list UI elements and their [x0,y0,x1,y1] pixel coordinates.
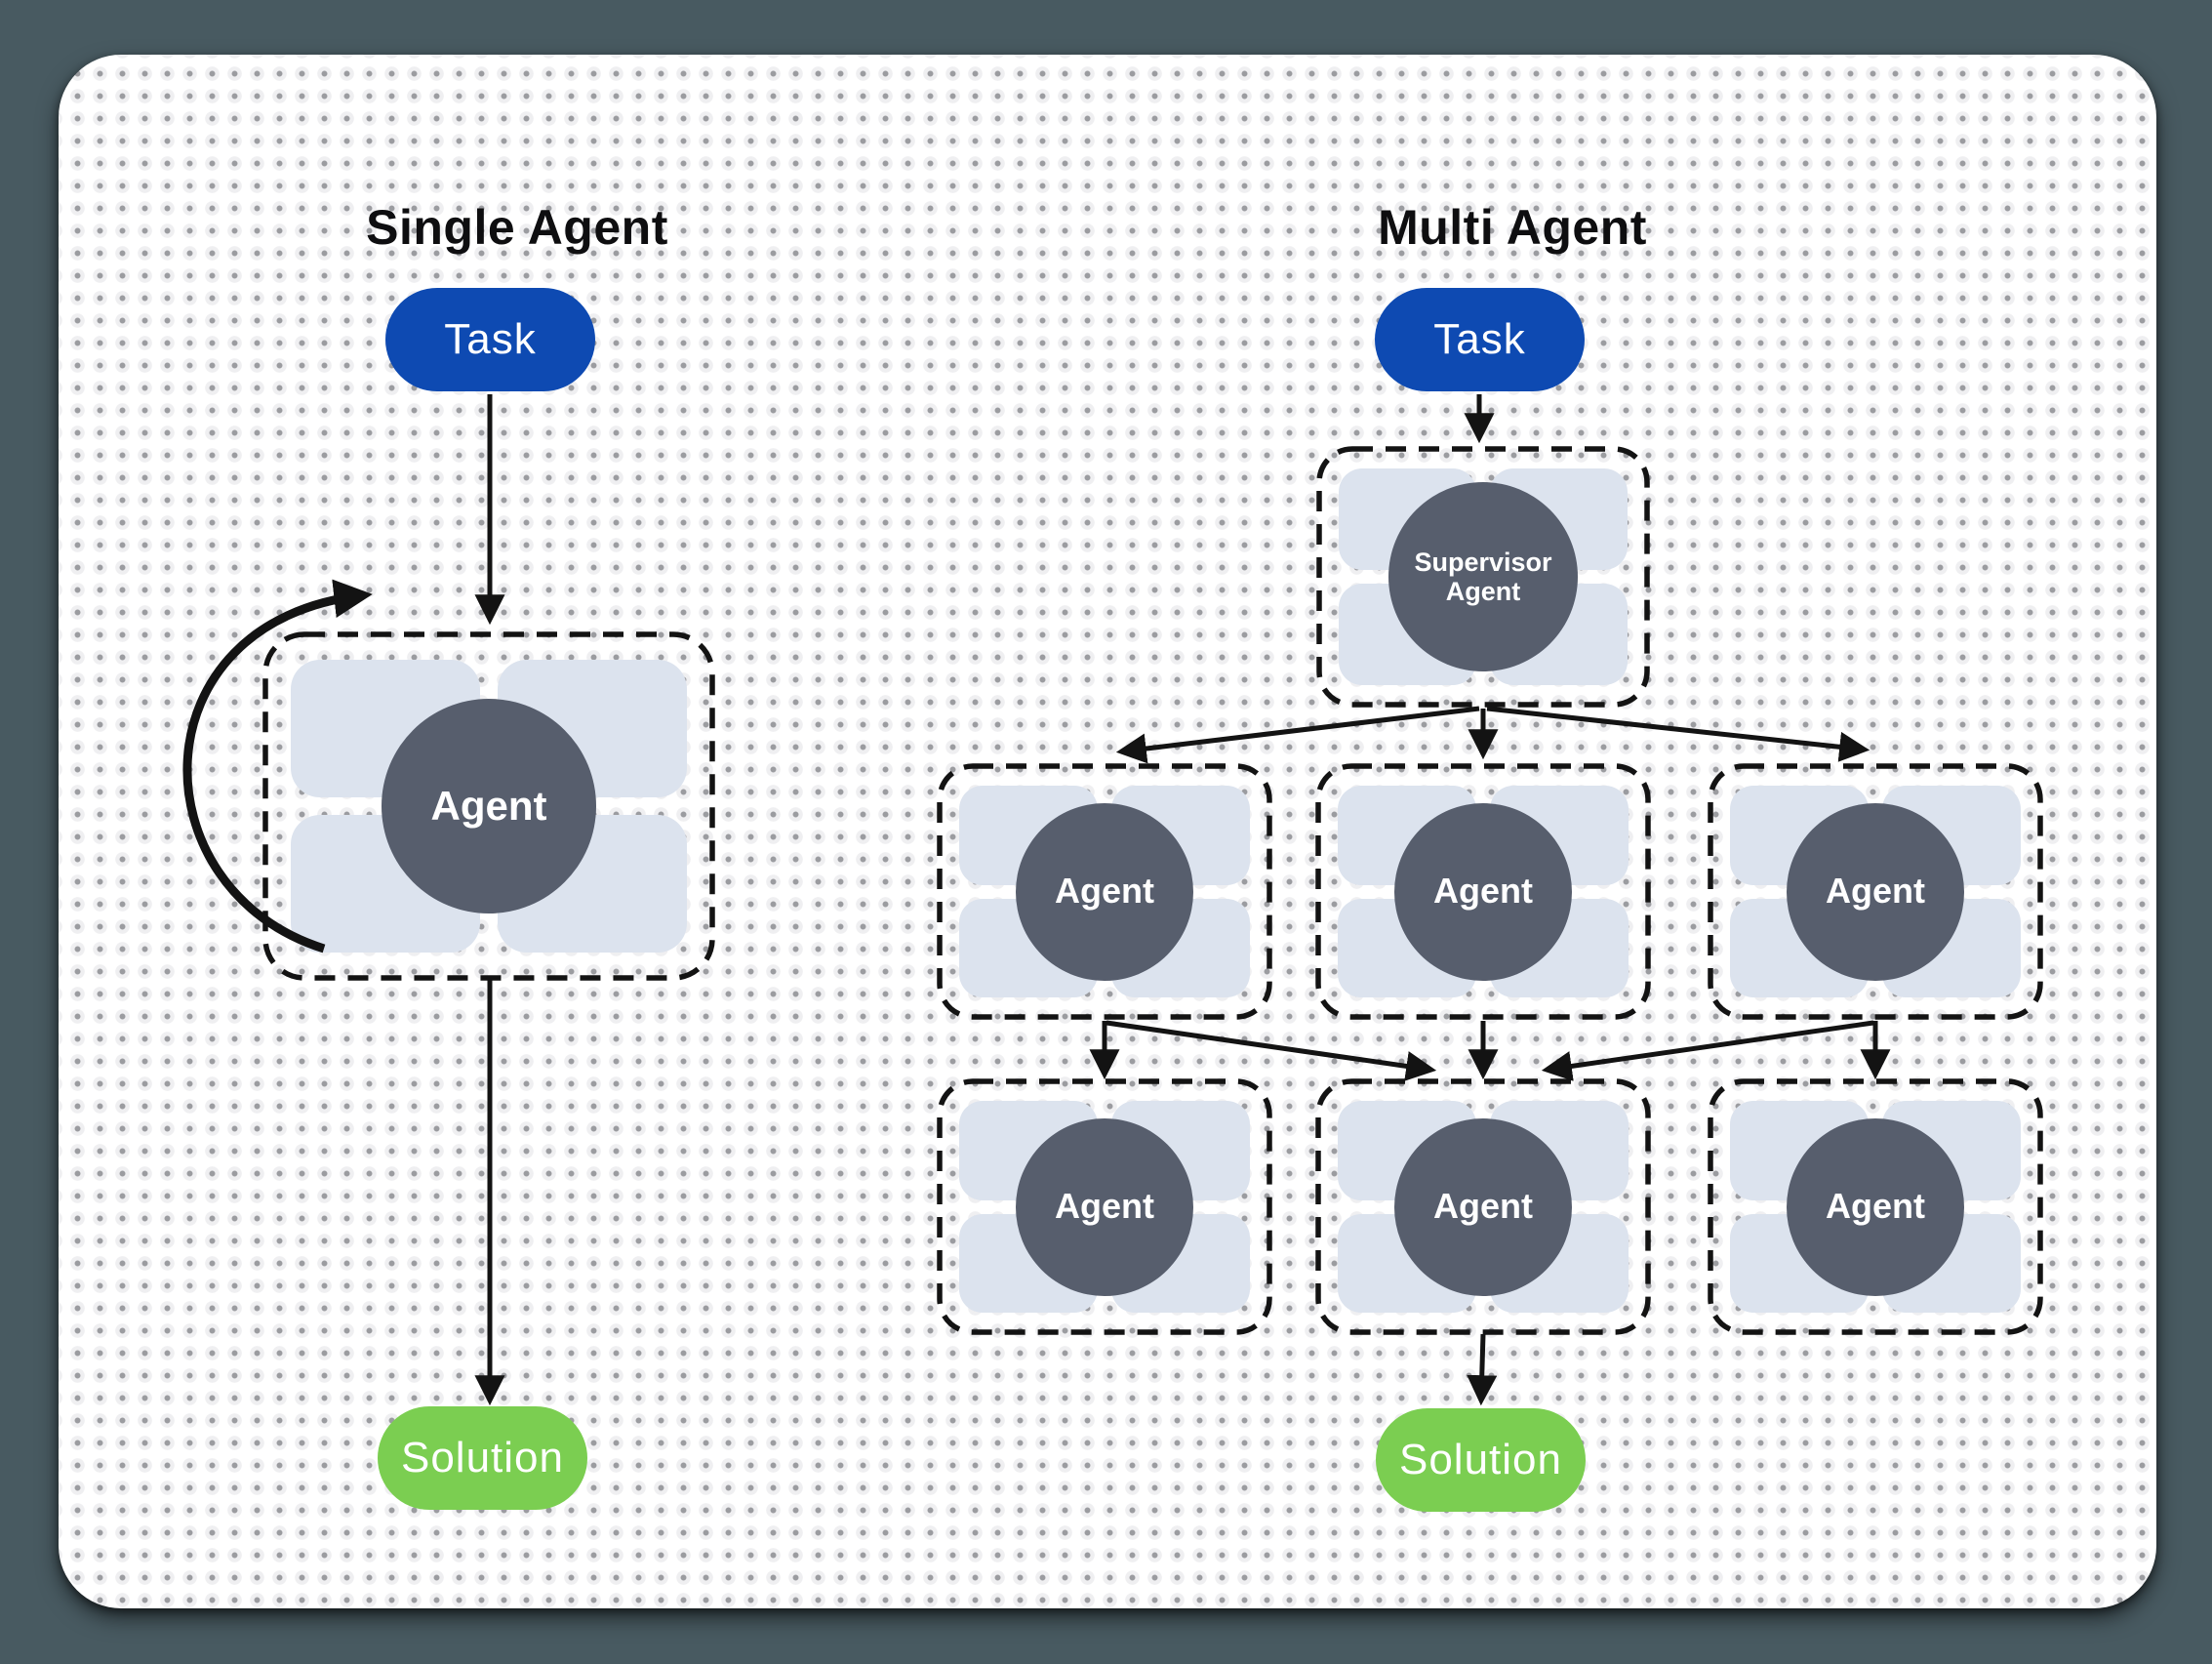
multi-agent-label: Agent [1055,1186,1154,1227]
multi-agent-label: Agent [1433,1186,1533,1227]
multi-agent-circle: Agent [1016,802,1193,981]
multi-agent-label: Agent [1826,871,1925,912]
single-solution-label: Solution [400,1434,564,1481]
multi-agent-box-row1-left: Agent [940,766,1269,1017]
multi-agent-box-row2-right: Agent [1710,1081,2040,1332]
multi-agent-circle: Agent [1016,1117,1193,1296]
diagram-canvas: Single Agent Multi Agent Task Agent Solu… [59,55,2156,1608]
multi-agent-label: Agent [1826,1186,1925,1227]
multi-agent-box-row1-right: Agent [1710,766,2040,1017]
multi-task-label: Task [1433,315,1526,363]
multi-solution-label: Solution [1398,1436,1562,1483]
single-agent-circle: Agent [382,699,596,913]
single-solution-node: Solution [378,1406,587,1510]
multi-task-node: Task [1375,288,1585,391]
multi-agent-circle: Agent [1787,802,1964,981]
supervisor-agent-label: Supervisor Agent [1414,547,1552,606]
single-task-label: Task [444,315,537,363]
multi-agent-box-row2-center: Agent [1318,1081,1648,1332]
multi-agent-label: Agent [1433,871,1533,912]
arrow-row1-left-to-row2-center [1106,1020,1437,1081]
single-agent-box: Agent [265,634,712,978]
multi-agent-circle: Agent [1787,1117,1964,1296]
arrow-row2-center-to-solution [1467,1333,1498,1406]
multi-agent-circle: Agent [1394,1117,1572,1296]
multi-agent-box-row2-left: Agent [940,1081,1269,1332]
multi-agent-circle: Agent [1394,802,1572,981]
single-agent-label: Agent [430,783,547,830]
multi-agent-label: Agent [1055,871,1154,912]
single-task-node: Task [385,288,595,391]
arrow-row1-right-to-row2-center [1541,1020,1874,1081]
supervisor-agent-circle: Supervisor Agent [1388,482,1578,671]
arrow-supervisor-to-agent-left [1115,706,1480,764]
supervisor-agent-box: Supervisor Agent [1319,449,1647,705]
arrow-supervisor-to-agent-right [1486,706,1870,762]
multi-agent-title: Multi Agent [1378,200,1647,255]
multi-solution-node: Solution [1376,1408,1586,1512]
multi-agent-box-row1-center: Agent [1318,766,1648,1017]
single-agent-title: Single Agent [366,200,668,255]
